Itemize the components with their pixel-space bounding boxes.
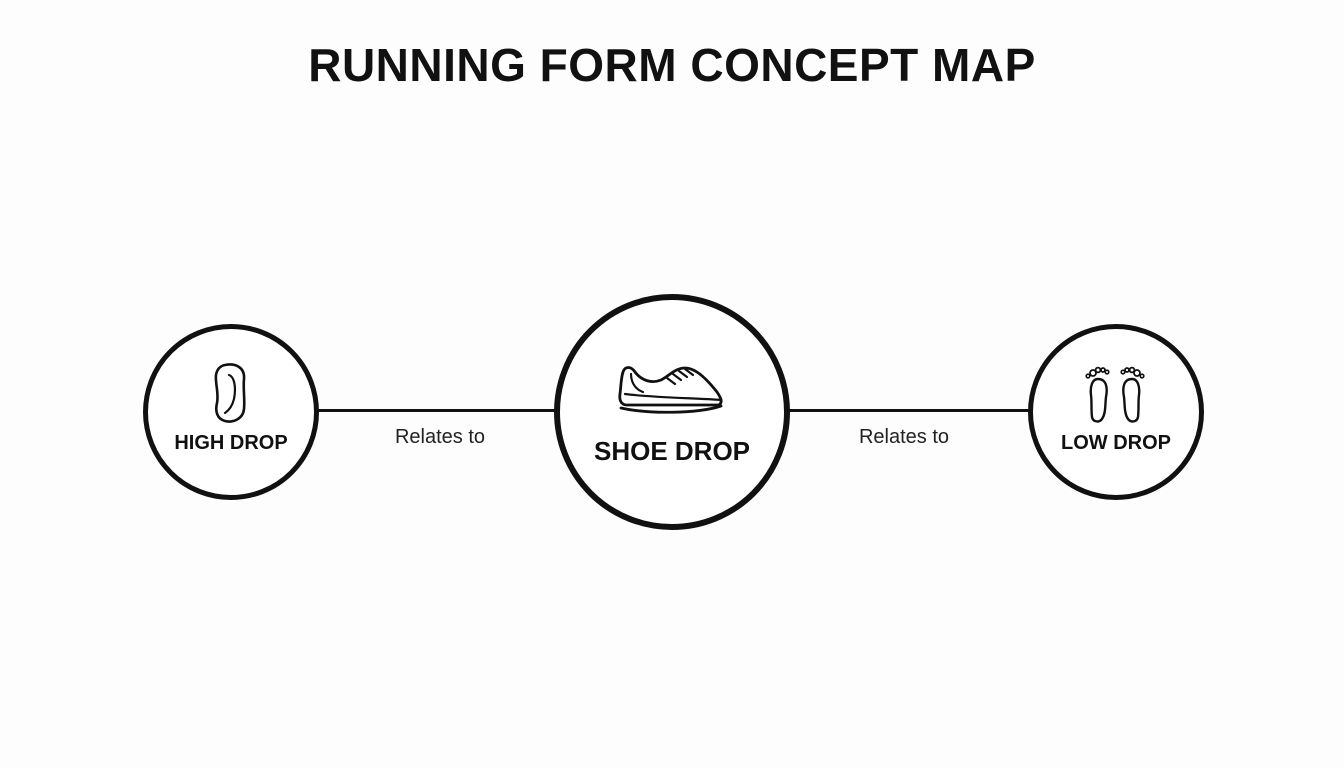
node-label-shoe-drop: SHOE DROP [593,436,751,466]
edge-label-right: Relates to [858,426,950,448]
node-shoe-drop: SHOE DROP [554,294,790,530]
insole-icon [214,363,246,423]
edge-label-left: Relates to [394,426,486,448]
connector-left [316,409,558,412]
diagram-title: RUNNING FORM CONCEPT MAP [308,39,1036,91]
node-label-high-drop: HIGH DROP [174,432,288,454]
connector-right [788,409,1032,412]
node-high-drop: HIGH DROP [143,324,319,500]
node-label-low-drop: LOW DROP [1061,432,1171,454]
shoe-icon [618,366,723,414]
footprints-icon [1085,366,1145,423]
node-low-drop: LOW DROP [1028,324,1204,500]
